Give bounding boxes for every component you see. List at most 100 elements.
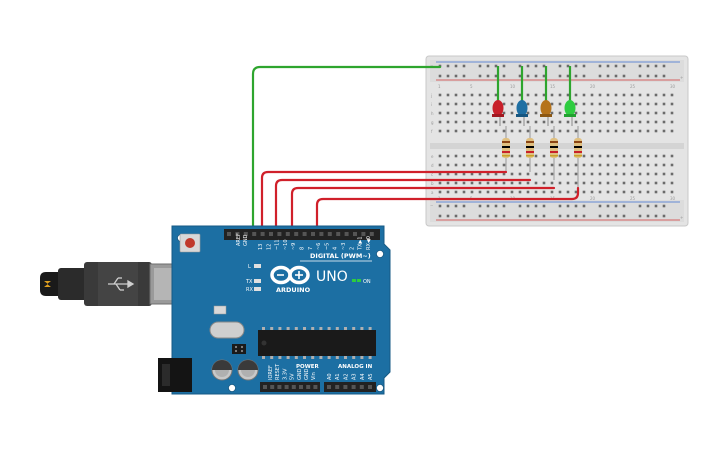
breadboard-hole[interactable] bbox=[646, 120, 650, 124]
breadboard-hole[interactable] bbox=[670, 102, 674, 106]
breadboard-hole[interactable] bbox=[614, 163, 618, 167]
rail-hole[interactable] bbox=[582, 204, 586, 208]
rail-hole[interactable] bbox=[502, 64, 506, 68]
rail-hole[interactable] bbox=[662, 214, 666, 218]
breadboard-hole[interactable] bbox=[590, 111, 594, 115]
rail-hole[interactable] bbox=[454, 214, 458, 218]
header-hole[interactable] bbox=[368, 385, 372, 389]
breadboard-hole[interactable] bbox=[622, 93, 626, 97]
breadboard-hole[interactable] bbox=[582, 190, 586, 194]
breadboard-hole[interactable] bbox=[662, 102, 666, 106]
breadboard-hole[interactable] bbox=[550, 111, 554, 115]
wire-pin-10[interactable] bbox=[290, 186, 556, 238]
breadboard-hole[interactable] bbox=[478, 120, 482, 124]
rail-hole[interactable] bbox=[462, 74, 466, 78]
breadboard-hole[interactable] bbox=[462, 93, 466, 97]
breadboard-hole[interactable] bbox=[598, 154, 602, 158]
breadboard-hole[interactable] bbox=[446, 172, 450, 176]
breadboard-hole[interactable] bbox=[534, 102, 538, 106]
rail-hole[interactable] bbox=[478, 204, 482, 208]
breadboard-hole[interactable] bbox=[598, 102, 602, 106]
breadboard-hole[interactable] bbox=[646, 154, 650, 158]
breadboard-hole[interactable] bbox=[486, 181, 490, 185]
breadboard-hole[interactable] bbox=[566, 163, 570, 167]
breadboard-hole[interactable] bbox=[606, 181, 610, 185]
breadboard-hole[interactable] bbox=[438, 102, 442, 106]
breadboard-hole[interactable] bbox=[478, 172, 482, 176]
rail-hole[interactable] bbox=[478, 214, 482, 218]
rail-hole[interactable] bbox=[486, 214, 490, 218]
breadboard-hole[interactable] bbox=[454, 181, 458, 185]
breadboard-hole[interactable] bbox=[446, 129, 450, 133]
breadboard-hole[interactable] bbox=[526, 190, 530, 194]
breadboard-hole[interactable] bbox=[670, 154, 674, 158]
breadboard-hole[interactable] bbox=[590, 120, 594, 124]
resistor-3[interactable] bbox=[550, 126, 558, 180]
rail-hole[interactable] bbox=[614, 74, 618, 78]
breadboard-hole[interactable] bbox=[654, 190, 658, 194]
breadboard-hole[interactable] bbox=[438, 172, 442, 176]
breadboard-hole[interactable] bbox=[662, 172, 666, 176]
breadboard-hole[interactable] bbox=[502, 172, 506, 176]
breadboard-hole[interactable] bbox=[654, 181, 658, 185]
breadboard-hole[interactable] bbox=[446, 120, 450, 124]
breadboard-hole[interactable] bbox=[622, 111, 626, 115]
breadboard-hole[interactable] bbox=[486, 129, 490, 133]
breadboard-hole[interactable] bbox=[654, 102, 658, 106]
breadboard-hole[interactable] bbox=[470, 120, 474, 124]
header-hole[interactable] bbox=[319, 232, 324, 236]
breadboard-hole[interactable] bbox=[494, 93, 498, 97]
breadboard-hole[interactable] bbox=[670, 181, 674, 185]
breadboard-hole[interactable] bbox=[462, 111, 466, 115]
breadboard-hole[interactable] bbox=[502, 120, 506, 124]
rail-hole[interactable] bbox=[654, 214, 658, 218]
breadboard-hole[interactable] bbox=[646, 163, 650, 167]
breadboard-hole[interactable] bbox=[550, 102, 554, 106]
blue-led[interactable] bbox=[516, 100, 528, 126]
header-hole[interactable] bbox=[252, 232, 257, 236]
breadboard-hole[interactable] bbox=[534, 120, 538, 124]
breadboard-hole[interactable] bbox=[630, 181, 634, 185]
breadboard-hole[interactable] bbox=[470, 154, 474, 158]
breadboard-hole[interactable] bbox=[502, 163, 506, 167]
rail-hole[interactable] bbox=[542, 64, 546, 68]
breadboard-hole[interactable] bbox=[542, 190, 546, 194]
breadboard-hole[interactable] bbox=[598, 172, 602, 176]
breadboard-hole[interactable] bbox=[654, 93, 658, 97]
rail-hole[interactable] bbox=[502, 214, 506, 218]
breadboard-hole[interactable] bbox=[598, 111, 602, 115]
header-hole[interactable] bbox=[270, 385, 275, 389]
breadboard-hole[interactable] bbox=[518, 129, 522, 133]
breadboard-hole[interactable] bbox=[542, 93, 546, 97]
breadboard-hole[interactable] bbox=[614, 154, 618, 158]
rail-hole[interactable] bbox=[622, 214, 626, 218]
rail-hole[interactable] bbox=[622, 64, 626, 68]
breadboard-hole[interactable] bbox=[462, 163, 466, 167]
rail-hole[interactable] bbox=[654, 64, 658, 68]
breadboard-hole[interactable] bbox=[510, 111, 514, 115]
rail-hole[interactable] bbox=[494, 64, 498, 68]
header-hole[interactable] bbox=[313, 385, 318, 389]
breadboard-hole[interactable] bbox=[462, 172, 466, 176]
breadboard-hole[interactable] bbox=[646, 181, 650, 185]
header-hole[interactable] bbox=[243, 232, 248, 236]
breadboard-hole[interactable] bbox=[462, 102, 466, 106]
breadboard-hole[interactable] bbox=[438, 129, 442, 133]
header-hole[interactable] bbox=[285, 232, 290, 236]
breadboard-hole[interactable] bbox=[494, 190, 498, 194]
header-hole[interactable] bbox=[343, 385, 348, 389]
breadboard-hole[interactable] bbox=[646, 111, 650, 115]
breadboard-hole[interactable] bbox=[606, 111, 610, 115]
breadboard-hole[interactable] bbox=[622, 120, 626, 124]
breadboard-hole[interactable] bbox=[462, 190, 466, 194]
breadboard-hole[interactable] bbox=[478, 93, 482, 97]
breadboard-hole[interactable] bbox=[558, 102, 562, 106]
breadboard-hole[interactable] bbox=[598, 163, 602, 167]
breadboard-hole[interactable] bbox=[534, 172, 538, 176]
rail-hole[interactable] bbox=[534, 214, 538, 218]
breadboard-hole[interactable] bbox=[526, 181, 530, 185]
rail-hole[interactable] bbox=[462, 204, 466, 208]
header-hole[interactable] bbox=[284, 385, 289, 389]
breadboard-hole[interactable] bbox=[534, 93, 538, 97]
breadboard-hole[interactable] bbox=[510, 190, 514, 194]
